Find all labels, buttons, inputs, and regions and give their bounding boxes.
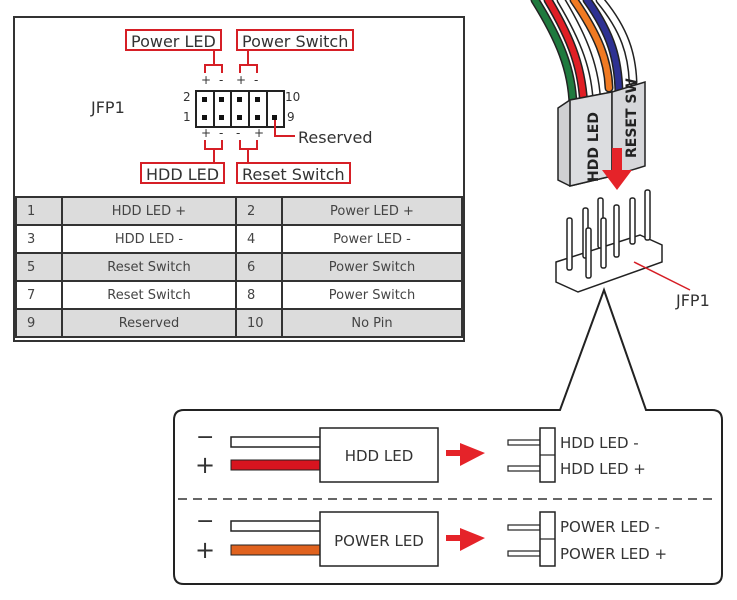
pin-function: Reset Switch xyxy=(61,280,237,310)
label-reset-switch: Reset Switch xyxy=(236,162,351,184)
down-arrow-icon xyxy=(602,148,632,190)
plus-sign-1: + xyxy=(195,451,215,479)
pin-function: Power LED + xyxy=(280,196,464,226)
wire-blue xyxy=(584,0,622,95)
plug-label-2: POWER LED xyxy=(334,532,424,550)
wire-green xyxy=(532,0,576,108)
plug-box-1 xyxy=(319,427,439,483)
wire-white xyxy=(558,0,600,108)
wire-plus-1 xyxy=(230,459,322,471)
polarity-bottom-4: + xyxy=(254,126,265,140)
polarity-top-3: + xyxy=(236,73,247,87)
arrow-right-icon-2 xyxy=(460,528,485,551)
wire-plus-2 xyxy=(230,544,322,556)
minus-sign-2: − xyxy=(196,509,214,534)
pin-table: 1 HDD LED + 2 Power LED + 3 HDD LED - 4 … xyxy=(15,196,464,338)
polarity-top-4: - xyxy=(254,73,259,87)
pin-number: 7 xyxy=(15,280,63,310)
plug-label-reset: RESET SW xyxy=(624,78,640,158)
pin-function: Power LED - xyxy=(280,224,464,254)
wire-bundle xyxy=(530,0,638,115)
arrow-right-icon-1 xyxy=(460,443,485,466)
pin-function: Power Switch xyxy=(280,252,464,282)
pin-number-2: 2 xyxy=(183,90,191,104)
pin-label-hdd-minus: HDD LED - xyxy=(560,434,639,452)
polarity-bottom-3: - xyxy=(236,126,241,140)
pin-number: 3 xyxy=(15,224,63,254)
pin-function: Reserved xyxy=(61,308,237,338)
pin-number-10: 10 xyxy=(285,90,301,104)
pin-number: 9 xyxy=(15,308,63,338)
table-row: 7 Reset Switch 8 Power Switch xyxy=(15,280,464,310)
wire-minus-1 xyxy=(230,436,322,448)
header-pins xyxy=(555,189,663,293)
plug-label-hdd: HDD LED xyxy=(586,112,602,182)
callout-box xyxy=(173,287,723,585)
header-name: JFP1 xyxy=(91,98,125,117)
pin-number: 8 xyxy=(234,280,283,310)
table-row: 5 Reset Switch 6 Power Switch xyxy=(15,252,464,282)
polarity-bottom-1: + xyxy=(201,126,212,140)
pin-function: HDD LED + xyxy=(61,196,237,226)
label-hdd-led: HDD LED xyxy=(140,162,226,184)
arrow-shaft-2 xyxy=(446,535,462,541)
polarity-top-2: - xyxy=(219,73,224,87)
pin-number-9: 9 xyxy=(287,110,295,124)
pin-number: 2 xyxy=(234,196,283,226)
arrow-shaft-1 xyxy=(446,450,462,456)
pin-number: 5 xyxy=(15,252,63,282)
label-power-led: Power LED xyxy=(125,29,222,51)
polarity-bottom-2: - xyxy=(219,126,224,140)
plug-blocks xyxy=(557,80,646,187)
minus-sign-1: − xyxy=(196,425,214,450)
pin-number: 10 xyxy=(234,308,283,338)
pin-function: Power Switch xyxy=(280,280,464,310)
pin-function: Reset Switch xyxy=(61,252,237,282)
pin-label-hdd-plus: HDD LED + xyxy=(560,460,646,478)
pin-number-1: 1 xyxy=(183,110,191,124)
plug-label-1: HDD LED xyxy=(345,447,414,465)
plus-sign-2: + xyxy=(195,536,215,564)
table-row: 3 HDD LED - 4 Power LED - xyxy=(15,224,464,254)
table-row: 1 HDD LED + 2 Power LED + xyxy=(15,196,464,226)
label-reserved: Reserved xyxy=(298,128,373,147)
pin-function: No Pin xyxy=(280,308,464,338)
polarity-top-1: + xyxy=(201,73,212,87)
pin-number: 6 xyxy=(234,252,283,282)
pin-function: HDD LED - xyxy=(61,224,237,254)
wire-minus-2 xyxy=(230,520,322,532)
plug-box-2 xyxy=(319,511,439,567)
pin-number: 4 xyxy=(234,224,283,254)
label-power-switch: Power Switch xyxy=(236,29,355,51)
pin-label-power-minus: POWER LED - xyxy=(560,518,660,536)
jfp1-leader-line xyxy=(633,261,691,291)
jfp1-pinout-panel: Power LED Power Switch HDD LED Reset Swi… xyxy=(13,16,465,342)
pin-number: 1 xyxy=(15,196,63,226)
wire-white-2 xyxy=(597,0,636,85)
header-pin-grid xyxy=(195,51,295,162)
jfp1-label: JFP1 xyxy=(675,291,710,310)
wire-orange xyxy=(571,0,612,91)
pin-label-power-plus: POWER LED + xyxy=(560,545,667,563)
table-row: 9 Reserved 10 No Pin xyxy=(15,308,464,338)
